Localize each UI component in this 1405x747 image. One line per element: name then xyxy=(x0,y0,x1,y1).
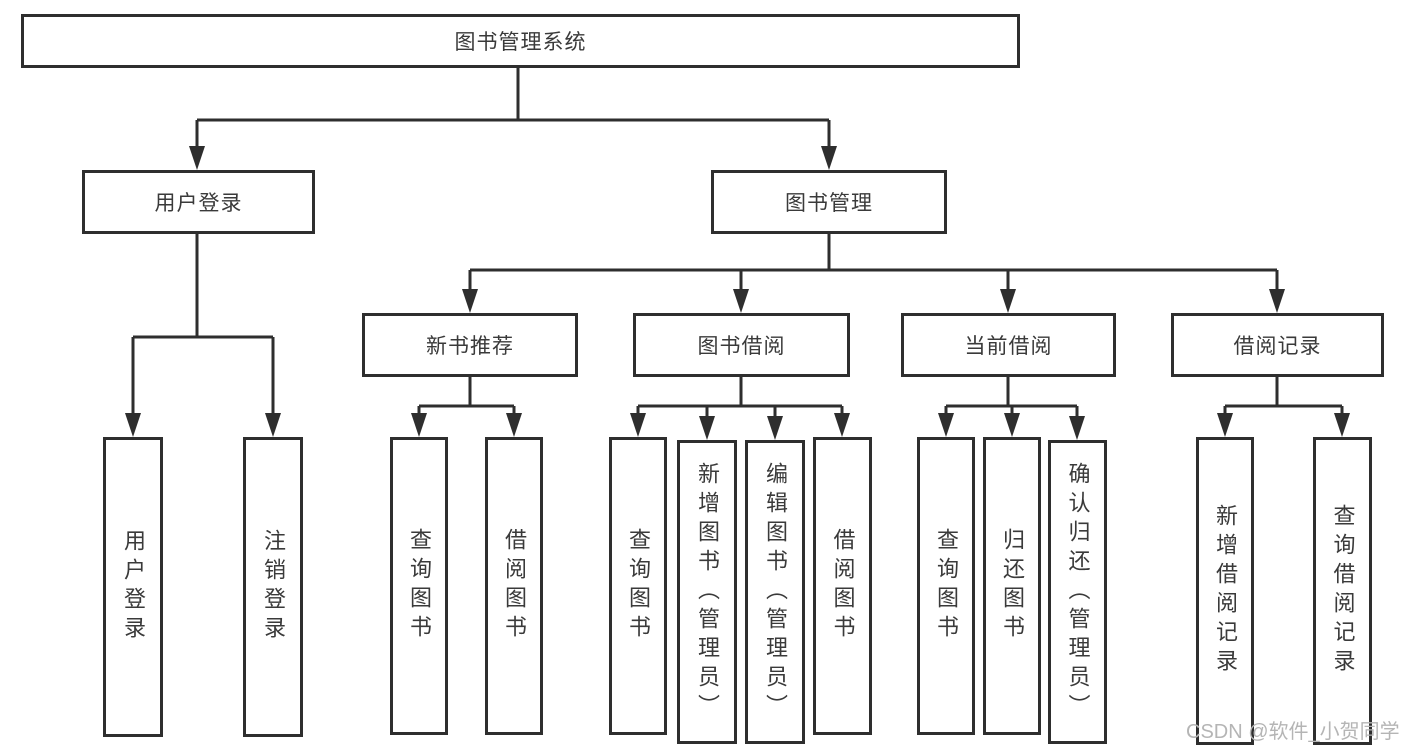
csdn-watermark: CSDN @软件_小贺同学 xyxy=(1186,721,1400,743)
leaf-recommend-borrow-book: 借阅图书 xyxy=(485,437,543,735)
leaf-edit-book-admin: 编辑图书（管理员） xyxy=(745,440,805,744)
leaf-label: 新增图书（管理员） xyxy=(695,461,720,723)
node-library-management-system: 图书管理系统 xyxy=(21,14,1020,68)
leaf-label: 用户登录 xyxy=(121,529,146,645)
leaf-label: 注销登录 xyxy=(261,529,286,645)
node-borrow-records: 借阅记录 xyxy=(1171,313,1384,377)
leaf-label: 查询图书 xyxy=(626,528,651,644)
node-book-management: 图书管理 xyxy=(711,170,947,234)
leaf-label: 归还图书 xyxy=(1000,528,1025,644)
leaf-label: 借阅图书 xyxy=(830,528,856,644)
node-label: 借阅记录 xyxy=(1233,335,1322,358)
node-label: 当前借阅 xyxy=(964,335,1053,358)
node-label: 用户登录 xyxy=(154,192,243,215)
leaf-current-query-book: 查询图书 xyxy=(917,437,975,735)
node-label: 新书推荐 xyxy=(426,335,514,358)
leaf-label: 编辑图书（管理员） xyxy=(763,461,788,723)
leaf-label: 借阅图书 xyxy=(502,528,527,644)
node-book-borrow: 图书借阅 xyxy=(633,313,850,377)
leaf-query-borrow-record: 查询借阅记录 xyxy=(1313,437,1372,745)
leaf-label: 确认归还（管理员） xyxy=(1065,461,1091,723)
node-label: 图书管理 xyxy=(785,192,873,215)
leaf-user-login: 用户登录 xyxy=(103,437,163,737)
node-label: 图书借阅 xyxy=(697,335,786,358)
leaf-add-book-admin: 新增图书（管理员） xyxy=(677,440,737,744)
leaf-borrow-query-book: 查询图书 xyxy=(609,437,667,735)
leaf-add-borrow-record: 新增借阅记录 xyxy=(1196,437,1254,745)
node-label: 图书管理系统 xyxy=(454,31,587,54)
node-current-borrow: 当前借阅 xyxy=(901,313,1116,377)
leaf-return-book: 归还图书 xyxy=(983,437,1041,735)
leaf-label: 查询图书 xyxy=(407,528,432,644)
leaf-borrow-book: 借阅图书 xyxy=(813,437,872,735)
leaf-label: 查询图书 xyxy=(934,528,959,644)
leaf-confirm-return-admin: 确认归还（管理员） xyxy=(1048,440,1107,744)
leaf-label: 新增借阅记录 xyxy=(1213,504,1238,678)
leaf-label: 查询借阅记录 xyxy=(1330,504,1356,678)
node-new-book-recommend: 新书推荐 xyxy=(362,313,578,377)
leaf-logout: 注销登录 xyxy=(243,437,303,737)
node-user-login: 用户登录 xyxy=(82,170,315,234)
leaf-recommend-query-book: 查询图书 xyxy=(390,437,448,735)
